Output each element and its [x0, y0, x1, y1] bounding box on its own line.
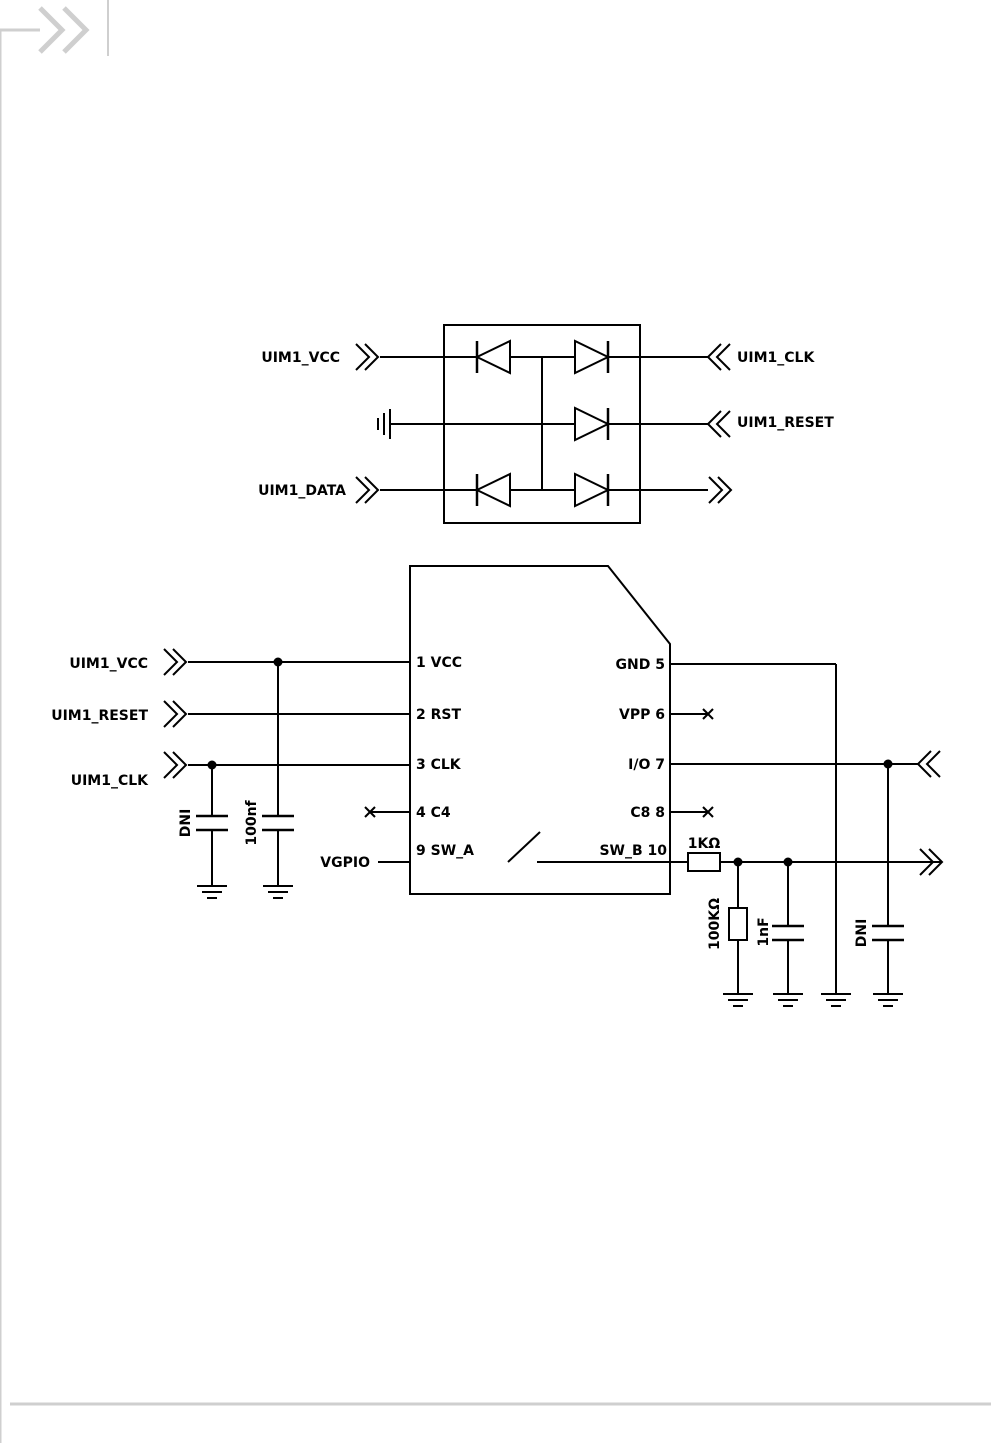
- resistor-icon: [729, 908, 747, 940]
- net-label-uim1-reset: UIM1_RESET: [51, 708, 148, 724]
- port-chevron-icon: [709, 477, 731, 503]
- port-chevron-icon: [356, 344, 378, 370]
- port-chevron-icon: [708, 344, 730, 370]
- diode-icon: [575, 408, 608, 440]
- ground-icon: [773, 994, 803, 1006]
- esd-protection-array: UIM1_VCC UIM1_DATA UIM1_CLK UIM1_RESET: [258, 325, 834, 523]
- pin-label: I/O 7: [628, 757, 665, 773]
- diode-icon: [477, 474, 510, 506]
- pin-label: GND 5: [616, 657, 665, 673]
- header-logo-icon: [0, 0, 108, 56]
- diode-icon: [575, 474, 608, 506]
- pin-label: 2 RST: [416, 707, 461, 723]
- pin-label: 9 SW_A: [416, 843, 474, 859]
- net-label-uim1-clk: UIM1_CLK: [737, 350, 815, 366]
- net-label-uim1-vcc: UIM1_VCC: [261, 350, 340, 366]
- pin-label: VPP 6: [619, 707, 665, 723]
- ground-icon: [378, 409, 390, 439]
- diode-icon: [477, 341, 510, 373]
- sim-connector: UIM1_VCC UIM1_RESET UIM1_CLK VGPIO 1 VCC…: [51, 566, 942, 1006]
- diode-icon: [575, 341, 608, 373]
- resistor-icon: [688, 853, 720, 871]
- port-chevron-icon: [918, 751, 940, 777]
- port-chevron-icon: [708, 411, 730, 437]
- component-label-dni: DNI: [178, 809, 194, 838]
- ground-icon: [263, 886, 293, 898]
- component-label-1nf: 1nF: [756, 917, 772, 946]
- net-label-uim1-data: UIM1_DATA: [258, 483, 346, 499]
- pin-label: C8 8: [630, 805, 665, 821]
- component-label-100nf: 100nf: [244, 799, 260, 845]
- port-chevron-icon: [356, 477, 378, 503]
- pin-label: 3 CLK: [416, 757, 462, 773]
- pin-label: 4 C4: [416, 805, 451, 821]
- pin-label: 1 VCC: [416, 655, 462, 671]
- port-chevron-icon: [164, 701, 186, 727]
- switch-icon: [508, 832, 540, 862]
- pin-label: SW_B 10: [599, 843, 667, 859]
- component-label-dni: DNI: [854, 919, 870, 948]
- ground-icon: [197, 886, 227, 898]
- net-label-vgpio: VGPIO: [320, 855, 370, 871]
- net-label-uim1-reset: UIM1_RESET: [737, 415, 834, 431]
- ground-icon: [723, 994, 753, 1006]
- component-label-1k: 1KΩ: [688, 836, 721, 852]
- ground-icon: [873, 994, 903, 1006]
- ground-icon: [821, 994, 851, 1006]
- net-label-uim1-clk: UIM1_CLK: [71, 773, 149, 789]
- component-label-100k: 100KΩ: [707, 898, 723, 950]
- port-chevron-icon: [164, 649, 186, 675]
- port-chevron-icon: [164, 752, 186, 778]
- net-label-uim1-vcc: UIM1_VCC: [69, 656, 148, 672]
